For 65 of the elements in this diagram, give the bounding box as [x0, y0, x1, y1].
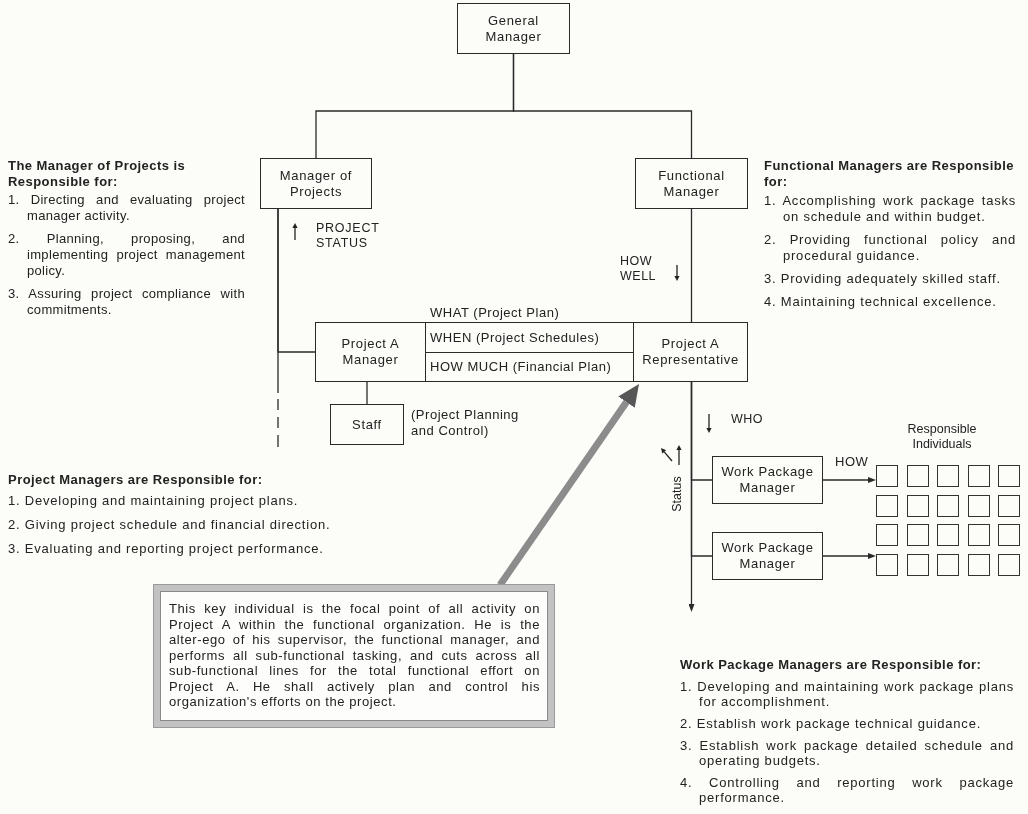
individual-box — [906, 553, 929, 576]
arrow — [822, 477, 876, 483]
list-item: 3. Evaluating and reporting project performance. — [8, 541, 325, 557]
annotation-label: Responsible Individuals — [906, 422, 978, 452]
arrow — [688, 381, 695, 612]
annotation-label: HOW WELL — [620, 254, 658, 284]
individual-box — [906, 494, 929, 517]
connector-line — [690, 208, 693, 323]
position-box: General Manager — [457, 3, 570, 54]
list-item: 3. Assuring project compliance with commitments. — [8, 286, 245, 318]
individual-box — [876, 553, 898, 576]
position-box: Project A Representative — [633, 322, 748, 382]
list-item: 3. Providing adequately skilled staff. — [764, 271, 1002, 287]
individual-box — [937, 494, 959, 517]
individual-box — [998, 465, 1020, 487]
individual-box — [967, 524, 990, 546]
position-box: Project A Manager — [315, 322, 426, 382]
dashed-line — [277, 208, 279, 448]
individual-box — [906, 524, 929, 546]
table-heading: WHAT (Project Plan) — [430, 305, 560, 320]
list-item: 4. Controlling and reporting work package performance. — [680, 775, 1014, 805]
individual-box — [998, 553, 1020, 576]
individual-box — [967, 465, 990, 487]
pointer-arrow — [497, 384, 639, 587]
annotation-label: PROJECT STATUS — [316, 221, 381, 251]
list-item: 2. Establish work package technical guidance. — [680, 716, 983, 731]
annotation-label: WHO — [731, 412, 764, 427]
connector-line — [366, 381, 368, 405]
list-item: 3. Establish work package detailed schedule and operating budgets. — [680, 738, 1014, 768]
individual-box — [998, 524, 1020, 546]
section-heading: Project Managers are Responsible for: — [8, 472, 264, 488]
vertical-label: Status — [669, 476, 685, 512]
callout-box — [154, 585, 554, 727]
list-item: 2. Planning, proposing, and implementing project management policy. — [8, 231, 245, 279]
individual-box — [906, 465, 929, 487]
side-note: (Project Planning and Control) — [411, 407, 520, 439]
callout-text: This key individual is the focal point of all activity on Project A within the functional organization. He is the alter-ego of his supervisor, the functional manager, and performs all sub-functional tasking, and cuts across all sub-functional lines for the total functional effort on Project A. He shall actively plan and control his organization's efforts on the project. — [169, 601, 540, 710]
individual-box — [967, 494, 990, 517]
connector-line — [512, 53, 693, 159]
position-box: Staff — [330, 404, 404, 445]
section-heading: Functional Managers are Responsible for: — [764, 158, 1015, 190]
individual-box — [876, 465, 898, 487]
list-item: 1. Developing and maintaining work package plans for accomplishment. — [680, 679, 1014, 709]
row-label: HOW MUCH (Financial Plan) — [429, 358, 613, 377]
position-box: Manager of Projects — [260, 158, 372, 209]
position-box: Functional Manager — [635, 158, 748, 209]
list-item: 1. Developing and maintaining project plans. — [8, 493, 300, 509]
individual-box — [937, 524, 959, 546]
individual-box — [876, 494, 898, 517]
individual-box — [998, 494, 1020, 517]
section-heading: Work Package Managers are Responsible for: — [680, 657, 983, 672]
position-box: Work Package Manager — [712, 532, 823, 580]
individual-box — [937, 553, 959, 576]
arrow — [822, 553, 876, 559]
individual-box — [876, 524, 898, 546]
list-item: 4. Maintaining technical excellence. — [764, 294, 998, 310]
list-item: 2. Providing functional policy and procedural guidance. — [764, 232, 1016, 264]
list-item: 2. Giving project schedule and financial direction. — [8, 517, 332, 533]
list-item: 1. Accomplishing work package tasks on schedule and within budget. — [764, 193, 1016, 225]
section-heading: The Manager of Projects is Responsible for: — [8, 158, 187, 190]
edge-label: HOW — [834, 454, 870, 469]
individual-box — [967, 553, 990, 576]
individual-box — [937, 465, 959, 487]
position-box: Work Package Manager — [712, 456, 823, 504]
list-item: 1. Directing and evaluating project manager activity. — [8, 192, 245, 224]
